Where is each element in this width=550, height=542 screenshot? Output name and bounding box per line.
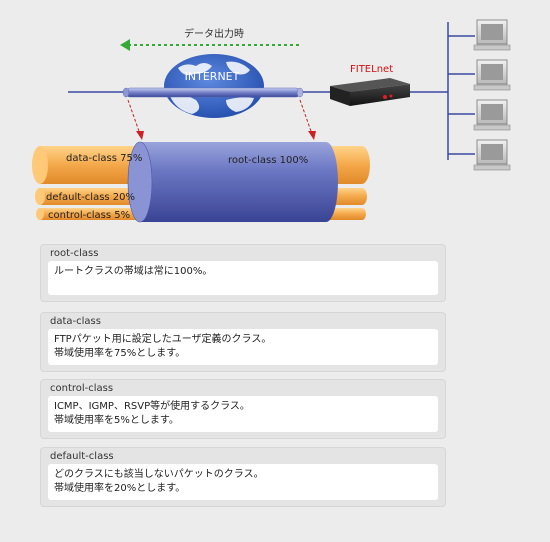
desc-body: どのクラスにも該当しないパケットのクラス。 帯域使用率を20%とします。 xyxy=(48,464,438,500)
internet-pipe xyxy=(125,87,301,98)
desc-title: default-class xyxy=(50,451,114,462)
internet-globe-icon xyxy=(164,54,264,118)
desc-data-class: data-class FTPパケット用に設定したユーザ定義のクラス。 帯域使用率… xyxy=(40,312,446,372)
desc-default-class: default-class どのクラスにも該当しないパケットのクラス。 帯域使用… xyxy=(40,447,446,507)
pc-icon-3 xyxy=(473,99,511,131)
router-icon xyxy=(330,78,410,106)
desc-line: どのクラスにも該当しないパケットのクラス。 xyxy=(54,469,264,480)
direction-arrow-head xyxy=(120,39,130,51)
desc-body: ルートクラスの帯域は常に100%。 xyxy=(48,261,438,295)
desc-line: 帯域使用率を5%とします。 xyxy=(54,415,179,426)
class-label-control: control-class 5% xyxy=(48,210,130,221)
network-diagram: データ出力時 INTERNET FITELnet xyxy=(32,19,511,223)
desc-body: FTPパケット用に設定したユーザ定義のクラス。 帯域使用率を75%とします。 xyxy=(48,329,438,365)
pc-icon-4 xyxy=(473,139,511,171)
desc-title: root-class xyxy=(50,248,99,259)
pc-icon-2 xyxy=(473,59,511,91)
lan-tree xyxy=(447,22,475,160)
router-label: FITELnet xyxy=(350,64,393,75)
zoom-arrow-left xyxy=(127,99,141,135)
desc-line: 帯域使用率を20%とします。 xyxy=(54,483,186,494)
desc-line: 帯域使用率を75%とします。 xyxy=(54,348,186,359)
desc-line: FTPパケット用に設定したユーザ定義のクラス。 xyxy=(54,334,272,345)
desc-root-class: root-class ルートクラスの帯域は常に100%。 xyxy=(40,244,446,302)
desc-line: ルートクラスの帯域は常に100%。 xyxy=(54,266,213,277)
internet-label: INTERNET xyxy=(185,70,240,83)
desc-title: control-class xyxy=(50,383,114,394)
desc-title: data-class xyxy=(50,316,101,327)
direction-label: データ出力時 xyxy=(184,27,244,40)
root-class-pipe xyxy=(127,141,338,223)
desc-line: ICMP、IGMP、RSVP等が使用するクラス。 xyxy=(54,401,250,412)
class-label-default: default-class 20% xyxy=(46,192,135,203)
desc-body: ICMP、IGMP、RSVP等が使用するクラス。 帯域使用率を5%とします。 xyxy=(48,396,438,432)
root-class-label: root-class 100% xyxy=(228,155,308,166)
pc-icon-1 xyxy=(473,19,511,51)
desc-control-class: control-class ICMP、IGMP、RSVP等が使用するクラス。 帯… xyxy=(40,379,446,439)
zoom-arrow-right xyxy=(299,99,313,135)
class-label-data: data-class 75% xyxy=(66,153,142,164)
